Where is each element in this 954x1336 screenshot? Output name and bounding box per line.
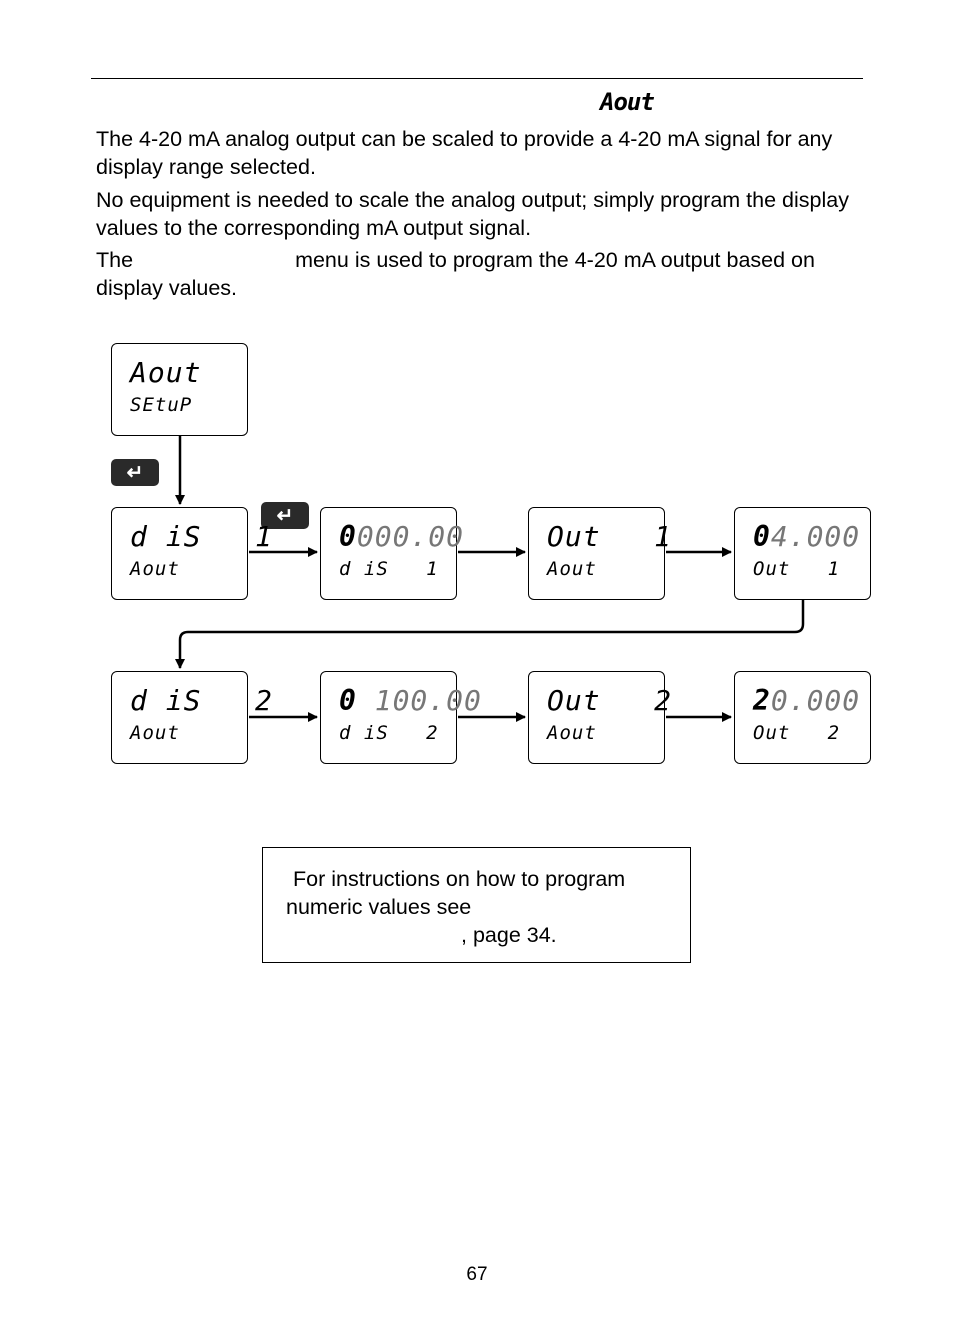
- note-line-1: For instructions on how to program: [293, 867, 626, 891]
- page-number: 67: [466, 1264, 488, 1285]
- enter-key-icon: ↵: [261, 502, 309, 529]
- display-out2-value: 20.000 Out 2: [734, 671, 871, 764]
- display-bottom-text: Out 1: [753, 558, 841, 580]
- display-highlight-digit: 0: [339, 684, 357, 717]
- paragraph-menu-end: menu is used to program the 4-20 mA outp…: [96, 248, 815, 300]
- section-heading: Aout: [600, 88, 655, 116]
- display-dis1-value: 0000.00 d iS 1: [320, 507, 463, 600]
- paragraph-intro: The 4-20 mA analog output can be scaled …: [96, 127, 833, 179]
- display-bottom-text: d iS 2: [339, 722, 439, 744]
- display-value-digits: 000.00: [356, 520, 465, 553]
- display-bottom-text: Aout: [547, 722, 597, 744]
- display-dis2-value: 0 100.00 d iS 2: [320, 671, 481, 764]
- display-highlight-digit: 2: [753, 684, 771, 717]
- paragraph-menu-start: The: [96, 248, 134, 272]
- display-highlight-digit: 0: [339, 520, 357, 553]
- display-out1-value: 04.000 Out 1: [734, 507, 871, 600]
- display-bottom-text: Aout: [547, 558, 597, 580]
- arrow-ma1-to-dis2: [175, 600, 805, 669]
- top-rule: [91, 78, 863, 79]
- display-bottom-text: d iS 1: [339, 558, 439, 580]
- instructions-note-box: For instructions on how to program numer…: [262, 847, 691, 963]
- display-dis2: d iS 2 Aout: [111, 671, 272, 764]
- display-out1: Out 1 Aout: [528, 507, 671, 600]
- display-highlight-digit: 0: [753, 520, 771, 553]
- display-bottom-text: SEtuP: [130, 394, 193, 416]
- display-top-text: Out 2: [547, 684, 673, 717]
- enter-key-icon: ↵: [111, 459, 159, 486]
- display-bottom-text: Aout: [130, 722, 180, 744]
- display-out2: Out 2 Aout: [528, 671, 671, 764]
- display-aout-setup: Aout SEtuP: [111, 343, 248, 436]
- display-bottom-text: Out 2: [753, 722, 841, 744]
- display-top-text: d iS 1: [130, 520, 273, 553]
- display-value-digits: 4.000: [770, 520, 861, 553]
- display-top-text: d iS 2: [130, 684, 273, 717]
- display-top-text: Out 1: [547, 520, 673, 553]
- paragraph-no-equipment: No equipment is needed to scale the anal…: [96, 188, 849, 240]
- display-bottom-text: Aout: [130, 558, 180, 580]
- note-line-3: , page 34.: [461, 923, 557, 947]
- display-value-digits: 100.00: [356, 684, 482, 717]
- display-value-digits: 0.000: [770, 684, 861, 717]
- display-top-text: Aout: [130, 356, 202, 389]
- display-dis1: d iS 1 Aout: [111, 507, 272, 600]
- note-line-2: numeric values see: [286, 895, 472, 919]
